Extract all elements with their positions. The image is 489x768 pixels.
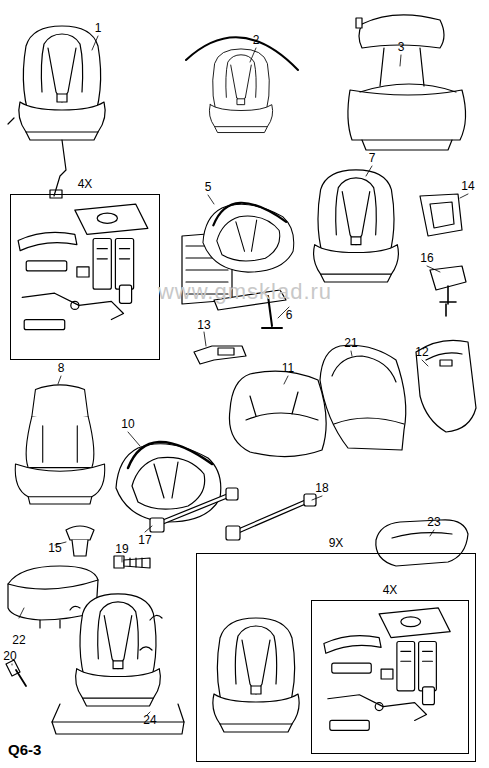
callout-number: 5 bbox=[205, 181, 212, 193]
callout-number: 24 bbox=[143, 714, 156, 726]
callout-number: 14 bbox=[461, 180, 474, 192]
callout-number: 15 bbox=[48, 542, 61, 554]
callout-number: 8 bbox=[58, 362, 65, 374]
callout-number: 10 bbox=[121, 418, 134, 430]
watermark: www.gmsklad.ru bbox=[158, 281, 332, 303]
kit-frame: 4X bbox=[311, 600, 469, 754]
callout-number: 2 bbox=[253, 34, 260, 46]
kit-frame: 9X4X bbox=[196, 553, 476, 762]
callout-number: 23 bbox=[427, 516, 440, 528]
callout-number: 1 bbox=[95, 22, 102, 34]
callout-number: 17 bbox=[138, 534, 151, 546]
callout-number: 3 bbox=[398, 41, 405, 53]
callout-number: 19 bbox=[115, 543, 128, 555]
callout-number: 12 bbox=[415, 346, 428, 358]
callout-number: 22 bbox=[12, 634, 25, 646]
figure-code: Q6-3 bbox=[8, 742, 41, 757]
quantity-heading: 4X bbox=[78, 178, 93, 190]
callout-number: 21 bbox=[344, 337, 357, 349]
callout-number: 18 bbox=[315, 482, 328, 494]
callout-number: 13 bbox=[197, 319, 210, 331]
callout-number: 11 bbox=[282, 362, 294, 374]
quantity-heading: 9X bbox=[329, 537, 344, 549]
callout-number: 6 bbox=[286, 309, 293, 321]
callout-number: 20 bbox=[3, 650, 16, 662]
callout-number: 7 bbox=[369, 152, 376, 164]
kit-frame: 4X bbox=[10, 194, 160, 360]
quantity-heading: 4X bbox=[383, 584, 398, 596]
callout-number: 16 bbox=[420, 252, 433, 264]
